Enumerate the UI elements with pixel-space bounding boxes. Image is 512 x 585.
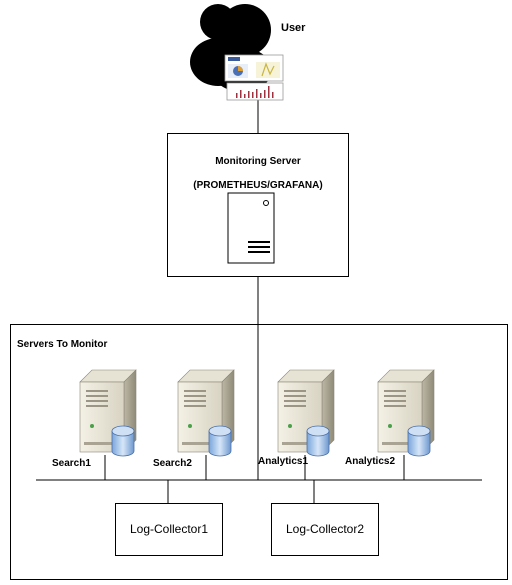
server-search1-icon: [79, 369, 137, 457]
database-icon: [208, 425, 232, 457]
server-search2-icon: [177, 369, 235, 457]
servers-group-box: Servers To Monitor: [10, 324, 508, 580]
log-collector2-box: Log-Collector2: [271, 503, 379, 556]
database-icon: [111, 425, 135, 457]
user-label: User: [281, 22, 306, 34]
server-analytics2-icon: [377, 369, 435, 457]
server-analytics1-icon: [277, 369, 335, 457]
log-collector2-label: Log-Collector2: [285, 522, 365, 536]
log-collector1-label: Log-Collector1: [129, 522, 209, 536]
database-icon: [306, 425, 330, 457]
log-collector1-box: Log-Collector1: [115, 503, 223, 556]
monitoring-server-title: Monitoring Server: [215, 156, 301, 167]
server-label-analytics2: Analytics2: [345, 456, 396, 467]
server-label-analytics1: Analytics1: [258, 456, 309, 467]
monitoring-server-subtitle: (PROMETHEUS/GRAFANA): [193, 180, 323, 191]
servers-group-title: Servers To Monitor: [17, 339, 108, 350]
database-icon: [407, 425, 431, 457]
server-label-search2: Search2: [153, 458, 192, 469]
server-label-search1: Search1: [52, 458, 91, 469]
